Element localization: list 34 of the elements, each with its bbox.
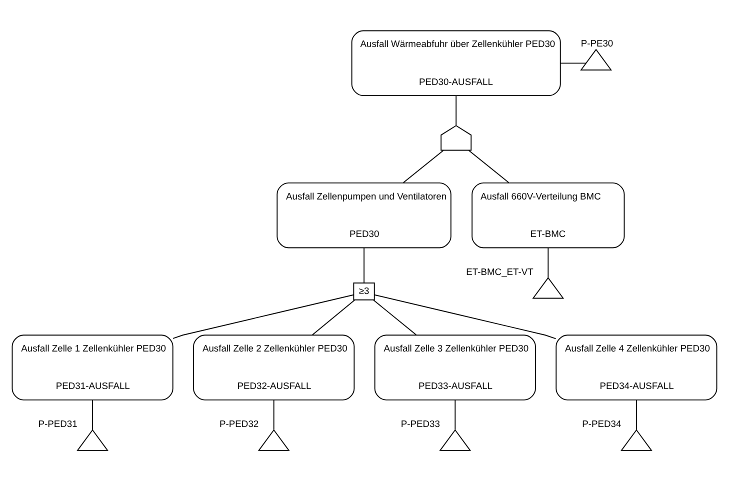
node-label: P-PED31 — [38, 418, 78, 430]
node-box: ≥3 — [353, 282, 375, 300]
node-triangle — [580, 48, 612, 70]
node-triangle — [76, 429, 108, 451]
connector — [454, 399, 456, 430]
node-gate — [440, 125, 472, 151]
node-triangle — [439, 429, 472, 451]
node-box: Ausfall Zelle 2 Zellenkühler PED30 PED32-AUSFALL — [193, 334, 355, 400]
connector — [172, 294, 354, 339]
node-label: P-PE30 — [580, 38, 614, 49]
node-label: P-PED33 — [400, 418, 440, 430]
node-box: Ausfall 660V-Verteilung BMC ET-BMC — [472, 182, 625, 248]
node-box: Ausfall Zellenpumpen und Ventilatoren PED30 — [276, 182, 452, 248]
connector — [456, 95, 457, 126]
node-triangle — [532, 277, 564, 299]
connector — [372, 300, 417, 336]
node-label: ET-BMC_ET-VT — [466, 266, 534, 277]
node-box: Ausfall Zelle 3 Zellenkühler PED30 PED33-AUSFALL — [374, 334, 536, 400]
node-label: P-PED34 — [582, 418, 622, 430]
node-triangle — [258, 429, 290, 451]
connector — [560, 62, 586, 64]
node-label: P-PED32 — [220, 418, 259, 430]
node-box: Ausfall Wärmeabfuhr über Zellenkühler PED30 PED30-AUSFALL — [351, 30, 561, 96]
connector — [548, 247, 549, 278]
node-box: Ausfall Zelle 1 Zellenkühler PED30 PED31-AUSFALL — [12, 334, 174, 400]
connector — [468, 150, 510, 184]
node-triangle — [620, 429, 652, 451]
connector — [402, 150, 444, 184]
connector — [636, 399, 637, 430]
node-box: Ausfall Zelle 4 Zellenkühler PED30 PED34-AUSFALL — [556, 334, 718, 400]
connector — [273, 399, 274, 430]
connector — [92, 399, 94, 430]
connector — [374, 294, 556, 340]
connector — [312, 300, 356, 336]
